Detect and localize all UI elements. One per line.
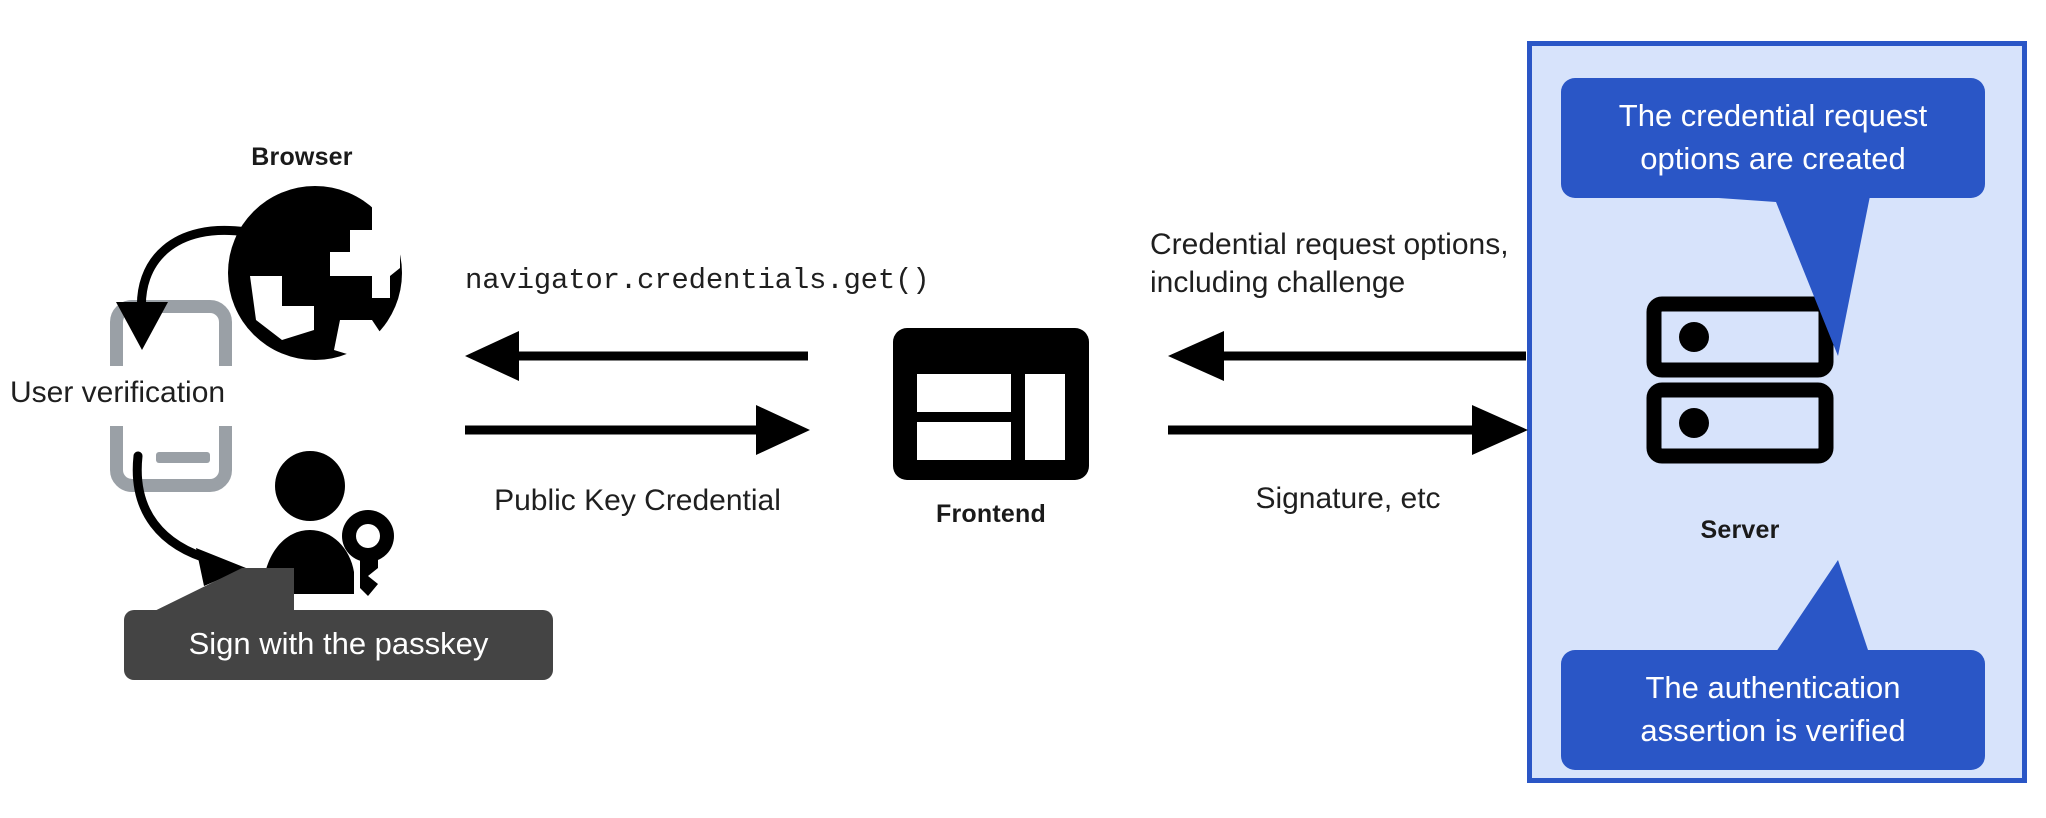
- server-rack-icon: [1646, 296, 1834, 464]
- arrow-server-to-frontend: [1168, 331, 1526, 381]
- server-label: Server: [1700, 516, 1780, 544]
- sign-with-passkey-tooltip: Sign with the passkey: [124, 610, 553, 680]
- arrow-phone-to-user: [132, 451, 246, 586]
- arrow-frontend-to-browser: [465, 331, 808, 381]
- user-verification-label: User verification: [10, 376, 226, 409]
- callout-top-line-2: options are created: [1640, 141, 1906, 176]
- frontend-server-top-label-line-1: Credential request options,: [1150, 228, 1509, 261]
- frontend-label: Frontend: [936, 500, 1046, 528]
- frontend-server-top-label: Credential request options, including ch…: [1150, 226, 1550, 302]
- callout-bottom-line-2: assertion is verified: [1640, 713, 1906, 748]
- arrow-browser-to-phone: [116, 226, 251, 350]
- frontend-server-top-label-line-2: including challenge: [1150, 266, 1406, 299]
- globe-icon: [228, 186, 402, 360]
- arrow-browser-to-frontend: [465, 405, 810, 455]
- navigator-credentials-get-label: navigator.credentials.get(): [465, 264, 930, 297]
- phone-label-mask: [92, 366, 252, 426]
- public-key-credential-label: Public Key Credential: [494, 484, 781, 517]
- web-layout-icon: [893, 328, 1089, 480]
- phone-home-bar: [156, 452, 210, 463]
- arrow-frontend-to-server: [1168, 405, 1528, 455]
- callout-bottom-line-1: The authentication: [1645, 670, 1901, 705]
- callout-top-line-1: The credential request: [1618, 98, 1928, 133]
- browser-label: Browser: [251, 143, 353, 171]
- server-callout-bottom: The authentication assertion is verified: [1561, 650, 1985, 770]
- callout-top-tail: [1690, 196, 1870, 356]
- server-callout-top: The credential request options are creat…: [1561, 78, 1985, 198]
- frontend-server-bottom-label: Signature, etc: [1255, 482, 1441, 515]
- callout-bottom-tail: [1690, 560, 1870, 656]
